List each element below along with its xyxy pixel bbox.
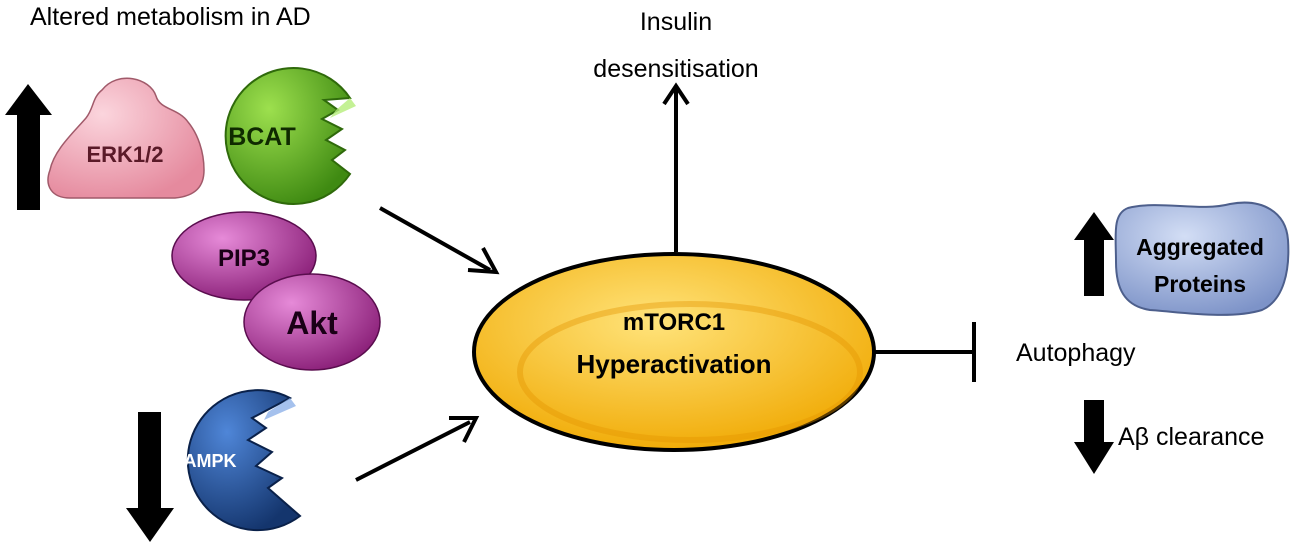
aggregated-proteins-icon (1114, 201, 1290, 316)
insulin-label: Insulin (640, 8, 712, 36)
erk-label: ERK1/2 (86, 142, 163, 167)
bcat-protein-icon (224, 67, 356, 205)
akt-label: Akt (286, 305, 338, 341)
erk-protein-icon (47, 77, 205, 199)
ampk-label: AMPK (184, 451, 237, 471)
insulin-sublabel: desensitisation (593, 55, 758, 83)
inhibition-line (874, 322, 976, 382)
aggregated-sublabel: Proteins (1154, 271, 1246, 297)
title: Altered metabolism in AD (30, 3, 311, 31)
ampk-protein-icon (186, 389, 302, 532)
pip3-label: PIP3 (218, 245, 270, 272)
aggregated-label: Aggregated (1136, 234, 1264, 260)
akt-protein-icon (243, 273, 381, 371)
activation-arrow-upper (379, 206, 500, 275)
pip3-protein-icon (171, 211, 317, 301)
mtorc1-complex-icon (472, 252, 876, 452)
autophagy-label: Autophagy (1016, 339, 1136, 367)
mtorc1-label: mTORC1 (623, 309, 725, 336)
aggregated-up-arrow-icon (1074, 212, 1114, 296)
insulin-arrow (662, 82, 690, 252)
bcat-label: BCAT (228, 123, 296, 151)
activation-arrow-lower (355, 416, 480, 482)
mtorc1-sublabel: Hyperactivation (576, 349, 771, 379)
clearance-down-arrow-icon (1074, 400, 1114, 474)
downregulated-arrow-icon (126, 412, 174, 542)
clearance-label: Aβ clearance (1118, 423, 1264, 451)
upregulated-arrow-icon (5, 84, 52, 210)
